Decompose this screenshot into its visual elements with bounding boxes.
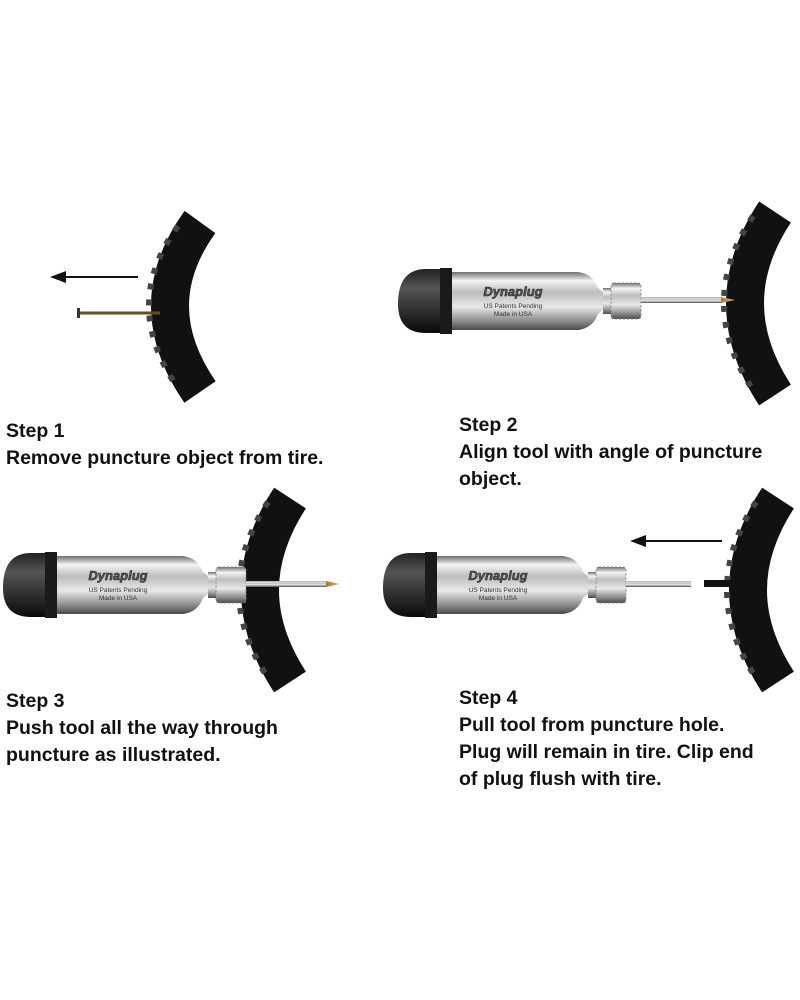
tool-label-text: US Patents Pending bbox=[484, 303, 543, 310]
tire-tread bbox=[721, 214, 756, 392]
tire-tread bbox=[236, 500, 271, 680]
tool-knurl bbox=[595, 566, 627, 604]
step-title: Step 2 bbox=[459, 414, 518, 436]
step-text: of plug flush with tire. bbox=[459, 768, 662, 790]
step-text: Remove puncture object from tire. bbox=[6, 447, 324, 469]
tool-body bbox=[437, 556, 588, 614]
tool-label-text: US Patents Pending bbox=[89, 587, 148, 594]
step-2: Step 2 Align tool with angle of puncture… bbox=[459, 412, 762, 493]
step-4: Step 4 Pull tool from puncture hole. Plu… bbox=[459, 685, 754, 793]
tool-label-text: Made in USA bbox=[99, 595, 138, 602]
tool-knurl bbox=[610, 282, 642, 320]
tool-label-text: US Patents Pending bbox=[469, 587, 528, 594]
arrow-left-icon bbox=[50, 271, 138, 283]
needle-tip bbox=[721, 297, 735, 303]
tool-label-text: Made in USA bbox=[479, 595, 518, 602]
tool-needle bbox=[641, 297, 721, 303]
step-text: puncture as illustrated. bbox=[6, 744, 221, 766]
tool-needle bbox=[626, 581, 691, 587]
tire-section bbox=[726, 201, 792, 406]
tool-cap bbox=[383, 553, 433, 617]
step-title: Step 3 bbox=[6, 690, 65, 712]
step-3: Step 3 Push tool all the way through pun… bbox=[6, 688, 278, 769]
tire-section bbox=[241, 487, 307, 693]
step-title: Step 4 bbox=[459, 687, 518, 709]
tire-section bbox=[729, 487, 795, 693]
nail bbox=[77, 308, 160, 318]
step-title: Step 1 bbox=[6, 420, 65, 442]
tire-tread bbox=[724, 500, 759, 680]
tool-knurl bbox=[215, 566, 247, 604]
tool-cap bbox=[398, 269, 448, 333]
step-text: Align tool with angle of puncture bbox=[459, 441, 763, 463]
panel-1-illustration bbox=[50, 210, 216, 403]
plug bbox=[704, 580, 734, 587]
step-1: Step 1 Remove puncture object from tire. bbox=[6, 418, 323, 472]
step-text: Plug will remain in tire. Clip end bbox=[459, 741, 754, 763]
brand-logo: Dynaplug bbox=[483, 284, 542, 299]
arrow-left-icon bbox=[630, 535, 722, 547]
tool-needle bbox=[246, 581, 326, 587]
tire-section bbox=[151, 210, 216, 403]
step-text: Pull tool from puncture hole. bbox=[459, 714, 725, 736]
tool-cap bbox=[3, 553, 53, 617]
brand-logo: Dynaplug bbox=[88, 568, 147, 583]
step-text: Push tool all the way through bbox=[6, 717, 278, 739]
needle-tip bbox=[326, 581, 340, 587]
tool-body bbox=[57, 556, 208, 614]
tool-label-text: Made in USA bbox=[494, 311, 533, 318]
tool-body bbox=[452, 272, 603, 330]
brand-logo: Dynaplug bbox=[468, 568, 527, 583]
step-text: object. bbox=[459, 468, 522, 490]
